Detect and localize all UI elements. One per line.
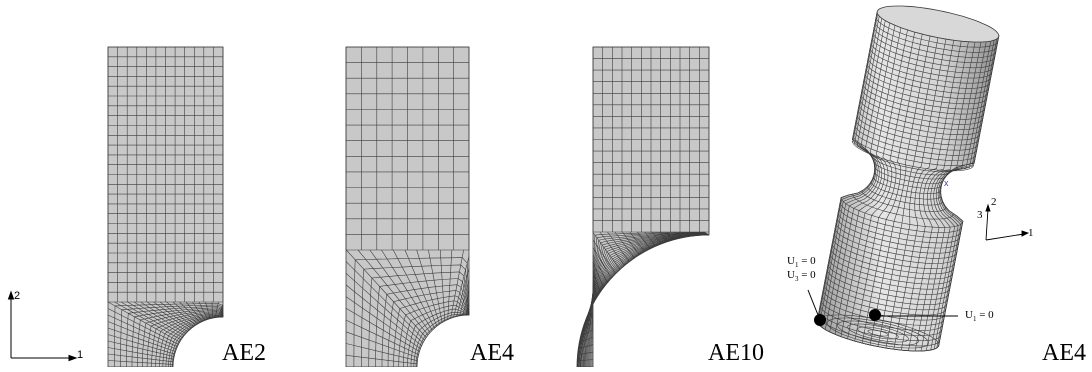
mesh-panel-ae4 bbox=[345, 46, 470, 368]
panel-label-ae4: AE4 bbox=[470, 340, 514, 366]
bc-label-u3: U3 = 0 bbox=[787, 269, 816, 284]
bc-label-u1: U1 = 0 bbox=[787, 255, 816, 270]
axis-triad-2d bbox=[7, 290, 78, 362]
axis-triad-3d bbox=[985, 203, 1030, 241]
axis3d-label-3: 3 bbox=[977, 209, 983, 221]
mesh-panel-3d bbox=[816, 5, 1000, 352]
panel-label-ae2: AE2 bbox=[222, 340, 266, 366]
axis3d-label-2: 2 bbox=[991, 196, 997, 208]
axis-label-1: 1 bbox=[77, 349, 84, 361]
axis-label-2: 2 bbox=[14, 290, 21, 302]
panel-label-ae10: AE10 bbox=[708, 340, 764, 366]
bc-point-left bbox=[814, 314, 826, 326]
bc-point-right bbox=[869, 309, 881, 321]
boundary-condition-markers bbox=[807, 289, 958, 326]
reference-point-marker: x bbox=[944, 178, 949, 188]
panel-label-3d: AE4 bbox=[1042, 340, 1086, 366]
axis3d-label-1: 1 bbox=[1028, 227, 1034, 239]
bc-label-u1-right: U1 = 0 bbox=[965, 309, 994, 324]
mesh-panel-ae2 bbox=[107, 46, 224, 368]
mesh-panel-ae10 bbox=[576, 46, 710, 368]
